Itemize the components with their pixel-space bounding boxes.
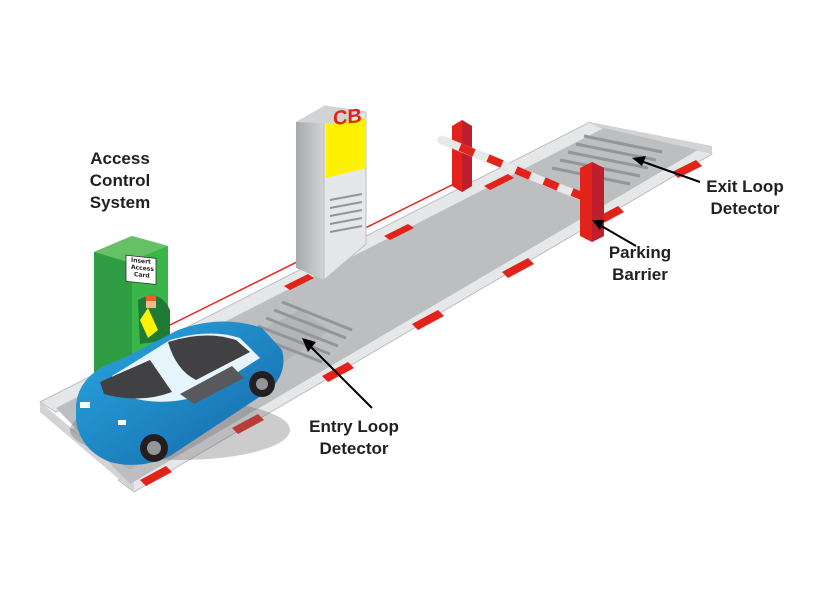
access-control-label-line-2: Control [89,171,151,190]
near-curb [40,402,134,492]
car-tail-light [80,402,90,408]
card-slot-panel [125,254,157,285]
access-control-label: Access Control System [60,148,180,214]
exit-loop-label-line-1: Exit Loop [706,177,784,196]
right-curb-stripes [140,160,702,486]
driver-hand [146,300,156,308]
parking-barrier [437,120,604,242]
entry-loop-label-line-2: Detector [319,439,389,458]
entry-loop-label-line-1: Entry Loop [309,417,399,436]
cb-pillar: CB [296,105,367,282]
parking-barrier-label: Parking Barrier [590,242,690,286]
car-side-window [180,366,244,404]
exit-loop-label: Exit Loop Detector [690,176,800,220]
access-control-label-line-1: Access [90,149,150,168]
card-slot-line-1: Insert [131,257,151,266]
access-control-label-line-3: System [89,193,151,212]
far-curb [590,122,712,154]
exit-loop-arrow [637,159,701,183]
pointer-arrows [302,156,701,409]
svg-text:Insert Access Card: Insert Access Card [131,257,156,281]
access-card [146,296,156,301]
card-slot-line-3: Card [134,271,150,280]
entry-loop-arrow [307,343,373,409]
car [70,321,290,465]
barrier-arrow [597,223,637,247]
entry-loop-label: Entry Loop Detector [286,416,422,460]
cb-brand-text: CB [333,105,362,130]
parking-barrier-label-line-2: Barrier [612,265,668,284]
card-slot-line-2: Access [131,264,154,273]
entry-loop-detector [249,300,353,364]
parking-barrier-label-line-1: Parking [608,243,672,262]
car-rear-window [100,360,172,399]
exit-loop-label-line-2: Detector [710,199,780,218]
car-windshield [168,335,250,380]
cb-sign [326,118,366,178]
